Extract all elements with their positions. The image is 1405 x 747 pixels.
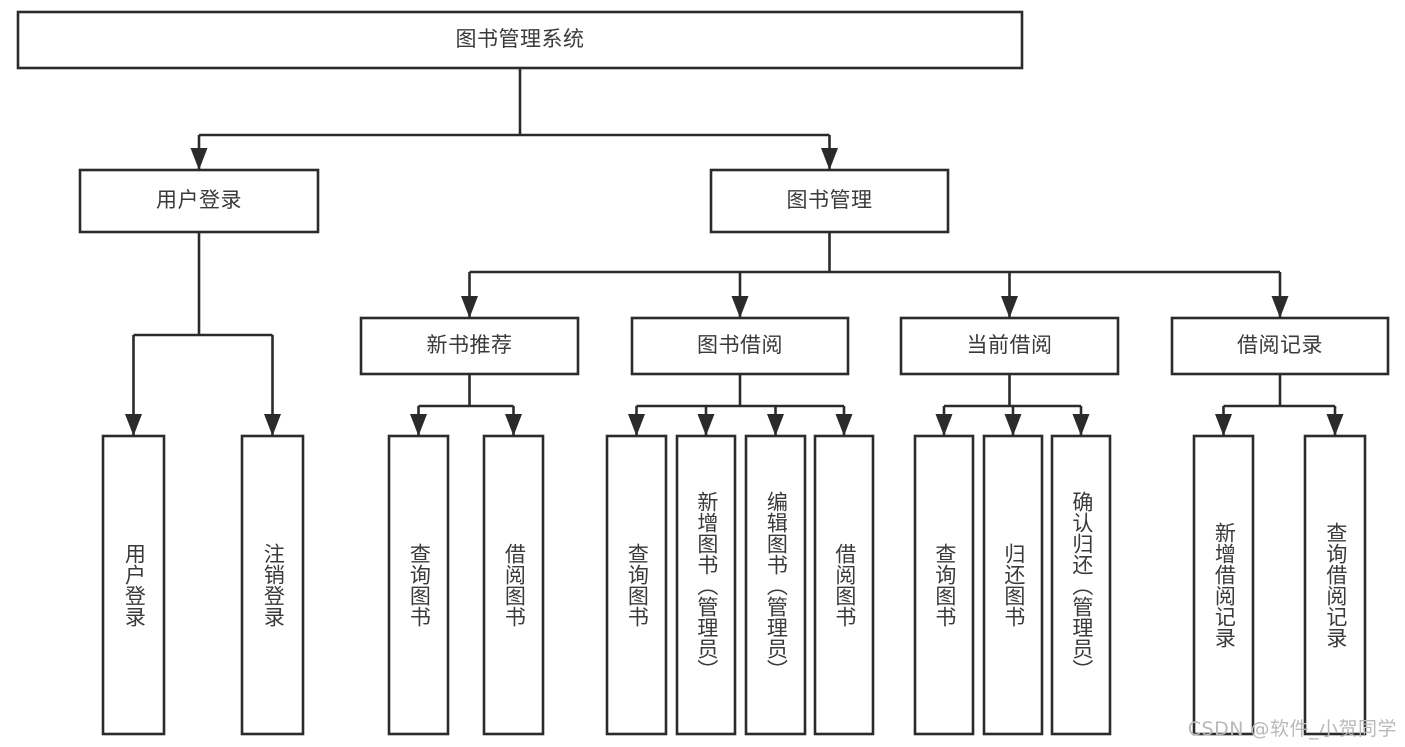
node-box-root[interactable] [16, 10, 1024, 70]
node-box-book-manage[interactable] [709, 168, 950, 234]
edge-arrow-book-borrow-1 [697, 414, 715, 436]
node-box-user-login[interactable] [78, 168, 320, 234]
node-box-leaf-edit-book[interactable] [744, 434, 807, 736]
edge-arrow-root-0 [190, 148, 208, 170]
node-box-leaf-query-book-2[interactable] [605, 434, 668, 736]
edge-arrow-new-book-recommend-0 [410, 414, 427, 436]
node-box-book-borrow[interactable] [630, 316, 850, 376]
node-box-leaf-query-book-3[interactable] [913, 434, 975, 736]
boxes-layer [16, 10, 1390, 736]
edge-arrow-book-manage-1 [731, 296, 749, 318]
node-box-leaf-query-record[interactable] [1303, 434, 1367, 736]
node-box-leaf-confirm-return[interactable] [1050, 434, 1112, 736]
node-box-leaf-add-record[interactable] [1192, 434, 1255, 736]
node-box-leaf-borrow-book-1[interactable] [482, 434, 545, 736]
edge-arrow-book-borrow-0 [628, 414, 645, 436]
edge-arrow-root-1 [821, 148, 838, 170]
edge-arrow-current-borrow-2 [1072, 414, 1090, 436]
edge-arrow-book-manage-3 [1271, 296, 1289, 318]
edge-arrow-current-borrow-0 [935, 414, 953, 436]
node-box-new-book-recommend[interactable] [359, 316, 580, 376]
node-box-leaf-logout[interactable] [240, 434, 305, 736]
edge-arrow-book-borrow-3 [835, 414, 853, 436]
edge-arrow-new-book-recommend-1 [505, 414, 522, 436]
edge-arrow-borrow-record-0 [1215, 414, 1232, 436]
node-box-leaf-borrow-book-2[interactable] [813, 434, 875, 736]
watermark: CSDN @软件_小贺同学 [1187, 718, 1397, 740]
edge-arrow-book-manage-0 [461, 296, 478, 318]
node-box-current-borrow[interactable] [899, 316, 1120, 376]
edge-arrow-user-login-1 [264, 414, 281, 436]
node-box-borrow-record[interactable] [1170, 316, 1390, 376]
edge-arrow-current-borrow-1 [1004, 414, 1022, 436]
edge-arrow-book-manage-2 [1001, 296, 1018, 318]
node-box-leaf-return-book[interactable] [982, 434, 1044, 736]
edges-layer [125, 68, 1344, 436]
node-box-leaf-user-login[interactable] [101, 434, 166, 736]
edge-arrow-user-login-0 [125, 414, 142, 436]
node-box-leaf-query-book-1[interactable] [387, 434, 450, 736]
node-box-leaf-add-book[interactable] [675, 434, 737, 736]
edge-arrow-borrow-record-1 [1326, 414, 1344, 436]
edge-arrow-book-borrow-2 [767, 414, 784, 436]
